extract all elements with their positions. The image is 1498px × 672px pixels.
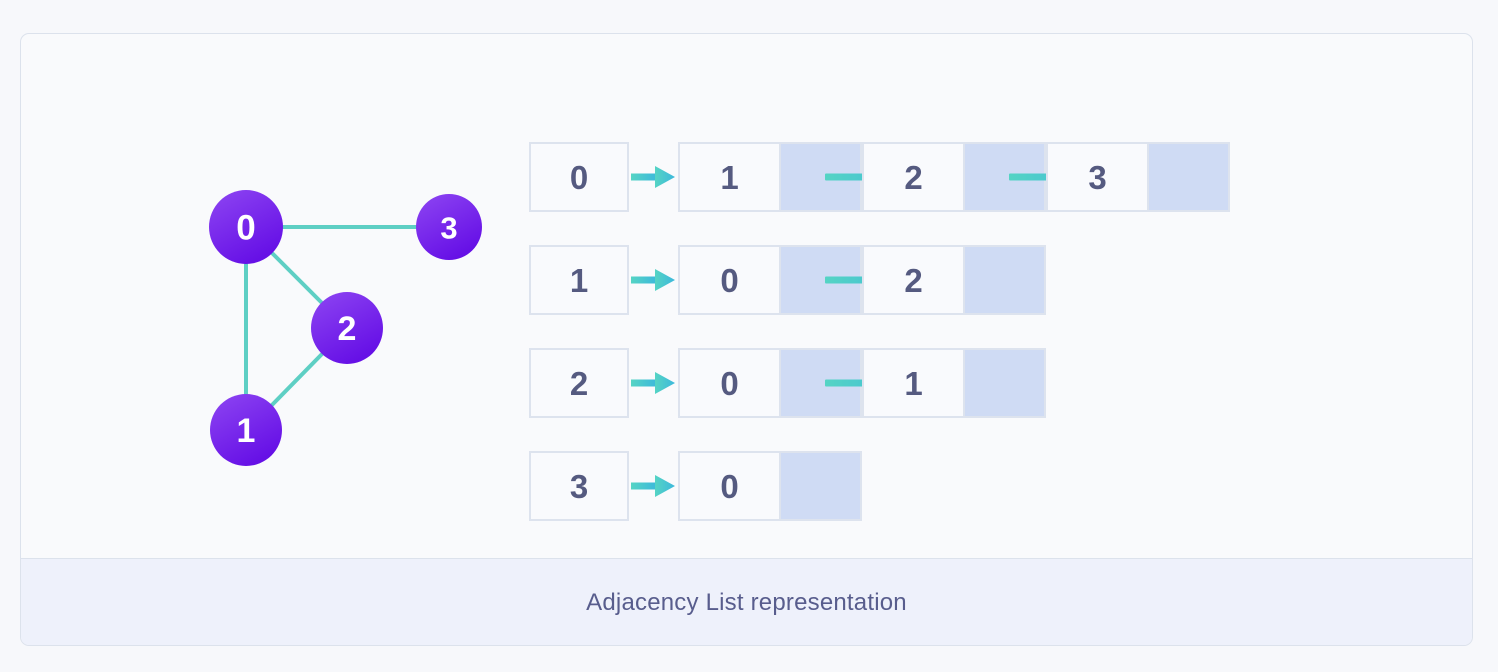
graph-node-2[interactable]: 2: [311, 292, 383, 364]
list-arrow-icon: [631, 166, 675, 188]
adjacency-row: 1 0 2: [529, 245, 1230, 315]
list-node-data-cell: 1: [680, 144, 781, 210]
adjacency-list-node[interactable]: 0: [678, 348, 941, 418]
list-node-value: 2: [904, 158, 923, 196]
graph-edge-0-2: [270, 251, 324, 305]
list-node-pointer-cell: [965, 350, 1044, 416]
graph-diagram: 0 1 2 3: [171, 134, 511, 466]
adjacency-head-value: 2: [569, 364, 589, 402]
graph-node-label: 0: [236, 209, 255, 248]
adjacency-head-value: 1: [569, 261, 589, 299]
list-node-value: 1: [904, 364, 923, 402]
adjacency-list-node[interactable]: 2: [862, 245, 1046, 315]
graph-node-label: 2: [338, 310, 357, 348]
list-node-pointer-cell: [781, 453, 860, 519]
list-node-data-cell: 2: [864, 247, 965, 313]
adjacency-head-value: 0: [569, 158, 589, 196]
adjacency-head-arrow: [629, 245, 678, 315]
adjacency-head-arrow: [629, 142, 678, 212]
figure-caption-bar: Adjacency List representation: [21, 558, 1472, 645]
graph-node-1[interactable]: 1: [210, 394, 282, 466]
adjacency-head-value: 3: [569, 467, 589, 505]
graph-node-circle: [311, 292, 383, 364]
list-node-data-cell: 3: [1048, 144, 1149, 210]
graph-node-label: 1: [237, 412, 256, 450]
graph-nodes: 0 1 2 3: [209, 190, 482, 466]
graph-node-3[interactable]: 3: [416, 194, 482, 260]
list-node-pointer-cell: [781, 247, 860, 313]
list-node-value: 0: [720, 261, 739, 299]
graph-edges: [244, 225, 418, 407]
adjacency-list-node[interactable]: 1: [862, 348, 1046, 418]
adjacency-list-node[interactable]: 3: [1046, 142, 1230, 212]
graph-node-label: 3: [440, 211, 457, 246]
list-node-pointer-cell: [781, 350, 860, 416]
adjacency-head-cell[interactable]: 0: [529, 142, 629, 212]
list-node-value: 1: [720, 158, 739, 196]
graph-node-circle: [210, 394, 282, 466]
adjacency-head-cell[interactable]: 2: [529, 348, 629, 418]
adjacency-list-node[interactable]: 0: [678, 245, 941, 315]
adjacency-head-arrow: [629, 451, 678, 521]
list-node-data-cell: 0: [680, 247, 781, 313]
graph-node-circle: [209, 190, 283, 264]
list-node-pointer-cell: [1149, 144, 1228, 210]
graph-node-0[interactable]: 0: [209, 190, 283, 264]
figure-caption: Adjacency List representation: [586, 588, 907, 616]
list-node-pointer-cell: [965, 247, 1044, 313]
graph-node-circle: [416, 194, 482, 260]
adjacency-head-arrow: [629, 348, 678, 418]
adjacency-row: 2 0 1: [529, 348, 1230, 418]
list-arrow-icon: [631, 475, 675, 497]
list-arrow-icon: [631, 372, 675, 394]
adjacency-list-node[interactable]: 0: [678, 451, 862, 521]
list-node-pointer-cell: [781, 144, 860, 210]
list-node-value: 0: [720, 467, 739, 505]
list-node-data-cell: 0: [680, 453, 781, 519]
list-node-value: 3: [1088, 158, 1107, 196]
adjacency-row: 0 1 2 3: [529, 142, 1230, 212]
adjacency-list-node[interactable]: 2: [862, 142, 1125, 212]
list-node-value: 2: [904, 261, 923, 299]
adjacency-head-cell[interactable]: 1: [529, 245, 629, 315]
list-node-data-cell: 0: [680, 350, 781, 416]
adjacency-head-cell[interactable]: 3: [529, 451, 629, 521]
list-arrow-icon: [631, 269, 675, 291]
list-node-value: 0: [720, 364, 739, 402]
list-node-data-cell: 1: [864, 350, 965, 416]
graph-edge-1-2: [270, 352, 324, 407]
list-node-pointer-cell: [965, 144, 1044, 210]
list-node-data-cell: 2: [864, 144, 965, 210]
adjacency-list-node[interactable]: 1: [678, 142, 941, 212]
graph-svg: 0 1 2 3: [209, 190, 482, 466]
